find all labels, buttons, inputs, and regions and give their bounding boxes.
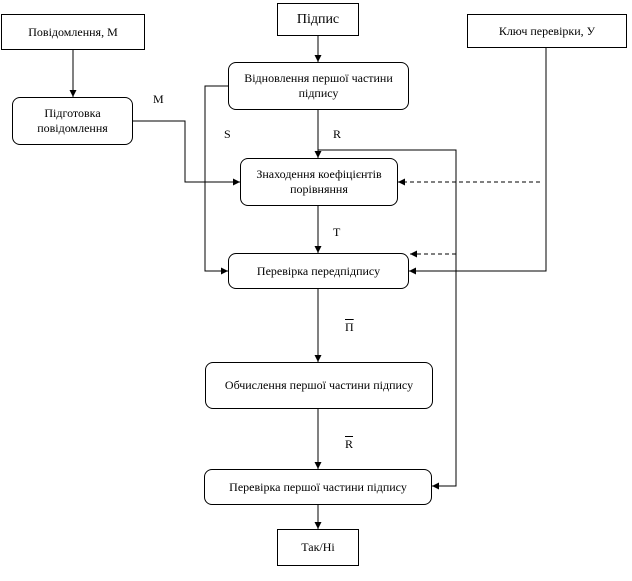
prepare-message-box: Підготовка повідомлення — [12, 97, 133, 145]
verify-first-part-label: Перевірка першої частини підпису — [229, 479, 407, 494]
arrow-prepare-to-coefficients — [133, 120, 240, 186]
compute-first-part-box: Обчислення першої частини підпису — [205, 362, 433, 409]
edge-label-s: S — [224, 127, 231, 141]
edge-label-m: M — [153, 92, 164, 106]
edge-label-r: R — [333, 127, 342, 141]
edge-label-p-bar: П — [345, 320, 354, 334]
verification-key-box: Ключ перевірки, У — [467, 14, 627, 48]
verify-presignature-label: Перевірка передпідпису — [256, 263, 381, 278]
find-coefficients-box: Знаходення коефіцієнтів порівняння — [240, 158, 398, 206]
signature-label: Підпис — [296, 12, 340, 27]
verification-key-label: Ключ перевірки, У — [498, 23, 596, 38]
signature-box: Підпис — [277, 3, 359, 36]
message-label: Повідомлення, М — [28, 24, 118, 39]
arrow-key-to-presignature — [409, 48, 547, 275]
prepare-message-label: Підготовка повідомлення — [37, 106, 108, 135]
yes-no-box: Так/Ні — [277, 529, 359, 566]
restore-first-part-box: Відновлення першої частини підпису — [228, 62, 409, 110]
arrow-r-to-verify-first-part — [318, 149, 457, 490]
message-box: Повідомлення, М — [1, 14, 145, 50]
verify-presignature-box: Перевірка передпідпису — [228, 253, 409, 289]
yes-no-label: Так/Ні — [301, 540, 335, 554]
compute-first-part-label: Обчислення першої частини підпису — [224, 378, 414, 392]
arrow-s-to-presignature — [204, 85, 228, 275]
edge-label-r-bar: R — [345, 437, 354, 451]
edge-label-t: T — [333, 225, 341, 239]
find-coefficients-label: Знаходення коефіцієнтів порівняння — [256, 167, 382, 196]
restore-first-part-label: Відновлення першої частини підпису — [244, 71, 393, 100]
verify-first-part-box: Перевірка першої частини підпису — [204, 469, 432, 505]
